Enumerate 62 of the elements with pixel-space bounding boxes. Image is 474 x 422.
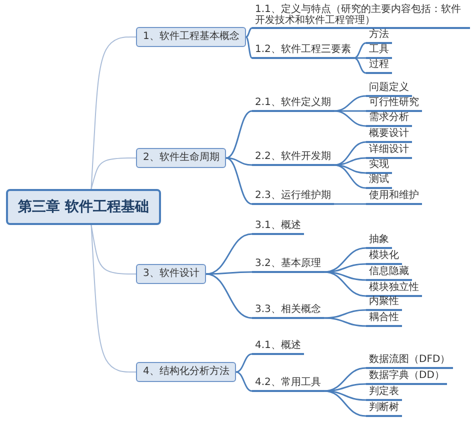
leaf-label: 详细设计 [366, 144, 412, 158]
leaf-label: 数据流图（DFD） [366, 354, 454, 368]
connector-line [334, 95, 366, 112]
leaf-label: 模块独立性 [366, 282, 422, 296]
subtopic-label: 4.1、概述 [252, 340, 304, 354]
subtopic-label: 3.2、基本原理 [252, 258, 324, 272]
root-topic-box: 第三章 软件工程基础 [6, 189, 161, 225]
connector-line [206, 273, 252, 319]
subtopic-label: 1.1、定义与特点（研究的主要内容包括：软件开发技术和软件工程管理） [252, 4, 470, 28]
connector-line [246, 27, 252, 38]
leaf-label: 过程 [366, 58, 392, 74]
leaf-label: 使用和维护 [366, 190, 422, 204]
connector-line [226, 157, 252, 166]
connector-line [236, 353, 252, 373]
leaf-label: 方法 [366, 28, 392, 44]
leaf-label: 判定表 [366, 386, 402, 400]
connector-line [334, 164, 366, 189]
connector-line [334, 203, 366, 205]
connector-line [324, 317, 366, 327]
leaf-label: 信息隐藏 [366, 266, 412, 280]
connector-line [354, 57, 366, 59]
subtopic-label: 2.3、运行维护期 [252, 190, 334, 204]
leaf-label: 问题定义 [366, 82, 412, 96]
leaf-label: 数据字典（DD） [366, 370, 448, 384]
connector-line [90, 224, 136, 372]
leaf-label: 判断树 [366, 402, 402, 416]
leaf-label: 模块化 [366, 250, 402, 264]
topic-box: 3、软件设计 [136, 264, 206, 284]
connector-line [90, 158, 136, 190]
topic-box: 1、软件工程基本概念 [136, 27, 246, 47]
connector-line [324, 383, 366, 392]
connector-line [236, 371, 252, 392]
connector-line [226, 157, 252, 205]
leaf-label: 需求分析 [366, 112, 412, 126]
subtopic-label: 2.2、软件开发期 [252, 150, 334, 166]
leaf-label: 内聚性 [366, 296, 402, 310]
connector-line [245, 36, 253, 59]
leaf-label: 实现 [366, 158, 392, 174]
connector-line [324, 390, 366, 417]
connector-line [206, 271, 252, 275]
connector-line [354, 42, 366, 59]
subtopic-label: 1.2、软件工程三要素 [252, 44, 354, 58]
connector-line [226, 110, 252, 159]
leaf-label: 可行性研究 [366, 96, 422, 112]
topic-box: 2、软件生命周期 [136, 148, 226, 168]
leaf-label: 测试 [366, 174, 392, 188]
connector-line [334, 157, 366, 166]
subtopic-label: 4.2、常用工具 [252, 376, 324, 392]
connector-line [324, 263, 366, 273]
connector-line [334, 110, 366, 127]
leaf-label: 工具 [366, 44, 392, 58]
leaf-label: 抽象 [366, 234, 392, 248]
leaf-label: 概要设计 [366, 128, 412, 142]
subtopic-label: 3.3、相关概念 [252, 304, 324, 318]
connector-line [324, 309, 366, 319]
topic-box: 4、结构化分析方法 [136, 362, 236, 382]
connector-line [324, 271, 366, 297]
subtopic-label: 3.1、概述 [252, 220, 304, 234]
connector-line [90, 36, 136, 190]
subtopic-label: 2.1、软件定义期 [252, 96, 334, 112]
connector-line [354, 57, 366, 74]
leaf-label: 耦合性 [366, 312, 402, 326]
